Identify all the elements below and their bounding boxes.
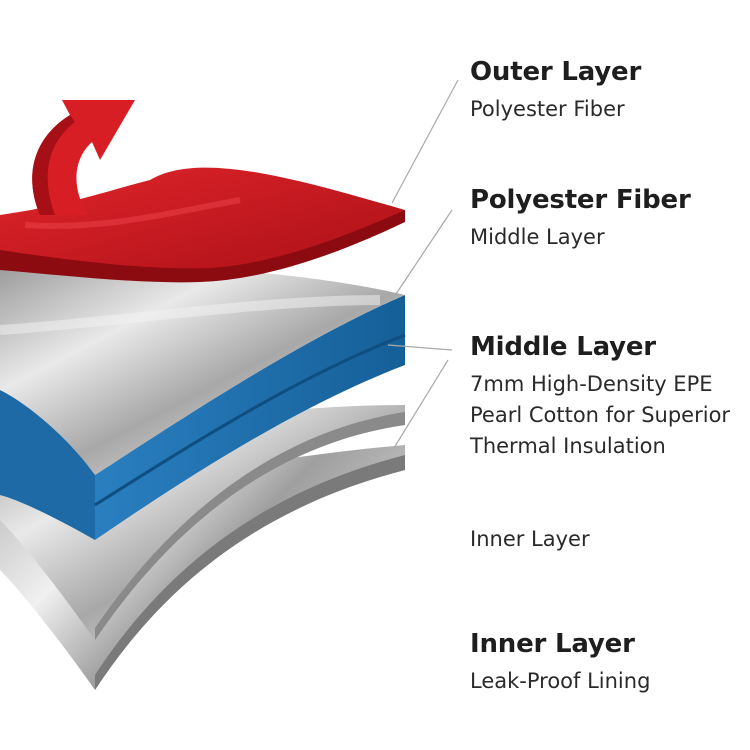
- inner-layer-plain-subtitle: Inner Layer: [470, 527, 590, 551]
- middle-layer-title: Middle Layer: [470, 332, 656, 362]
- leader-line-outer: [391, 79, 459, 204]
- outer-layer-subtitle: Polyester Fiber: [470, 97, 625, 121]
- middle-layer-label: Middle Layer 7mm High-Density EPE Pearl …: [470, 331, 730, 462]
- outer-layer-title: Outer Layer: [470, 57, 642, 87]
- leader-line-inner: [393, 359, 449, 449]
- polyester-fiber-title: Polyester Fiber: [470, 185, 691, 215]
- outer-layer-sheet: [0, 167, 405, 283]
- polyester-fiber-label: Polyester Fiber Middle Layer: [470, 184, 691, 253]
- middle-layer-line-1: 7mm High-Density EPE: [470, 372, 713, 396]
- outer-layer-label: Outer Layer Polyester Fiber: [470, 56, 641, 125]
- inner-layer-label: Inner Layer Leak-Proof Lining: [470, 628, 650, 697]
- inner-layer-plain-label: Inner Layer: [470, 524, 590, 555]
- epe-foam-layer: [0, 264, 406, 540]
- polyester-fiber-subtitle: Middle Layer: [470, 225, 605, 249]
- leader-line-polyester: [391, 209, 453, 301]
- middle-layer-description: 7mm High-Density EPE Pearl Cotton for Su…: [470, 369, 730, 462]
- curved-up-arrow-icon: [32, 100, 135, 215]
- middle-layer-line-2: Pearl Cotton for Superior: [470, 403, 731, 427]
- leader-line-middle: [387, 344, 453, 351]
- inner-layer-subtitle: Leak-Proof Lining: [470, 669, 651, 693]
- inner-layer-title: Inner Layer: [470, 629, 635, 659]
- middle-layer-line-3: Thermal Insulation: [470, 434, 666, 458]
- leader-lines: [387, 79, 459, 449]
